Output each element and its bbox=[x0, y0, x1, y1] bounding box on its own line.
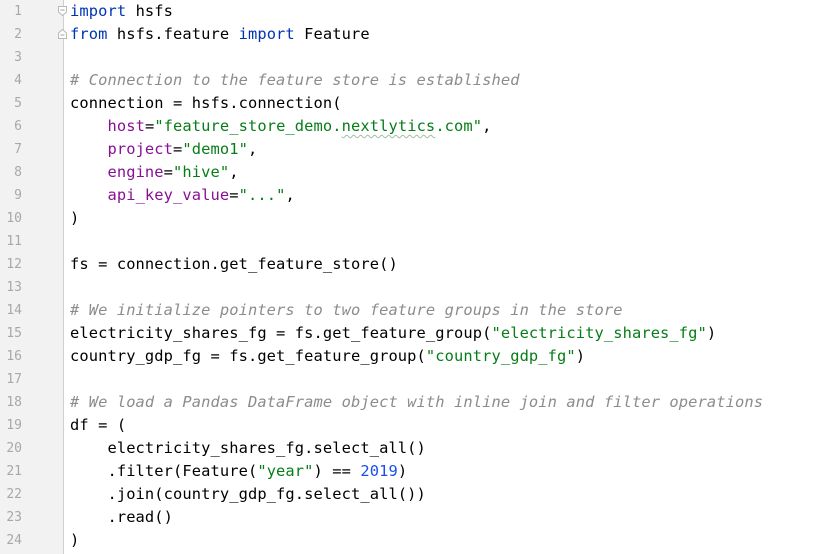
code-token: Feature bbox=[294, 25, 370, 43]
code-token: hsfs bbox=[126, 2, 174, 20]
fold-open-icon[interactable] bbox=[58, 6, 67, 16]
line-number: 6 bbox=[14, 119, 22, 134]
code-token: ) bbox=[397, 462, 408, 480]
code-line[interactable]: electricity_shares_fg = fs.get_feature_g… bbox=[70, 322, 716, 345]
code-token: fs = connection.get_feature_store() bbox=[70, 255, 398, 273]
code-token: electricity_shares_fg.select_all() bbox=[70, 439, 426, 457]
code-line[interactable]: engine="hive", bbox=[70, 161, 239, 184]
line-number: 21 bbox=[6, 464, 22, 479]
line-number: 22 bbox=[6, 487, 22, 502]
fold-close-icon[interactable] bbox=[58, 29, 67, 39]
line-number: 19 bbox=[6, 418, 22, 433]
number-token: 2019 bbox=[360, 462, 398, 480]
code-token: connection = hsfs.connection( bbox=[70, 94, 342, 112]
string-token: "electricity_shares_fg" bbox=[491, 324, 707, 342]
string-token: nextlytics bbox=[341, 117, 436, 135]
keyword-token: from bbox=[70, 25, 108, 43]
code-line[interactable]: # We load a Pandas DataFrame object with… bbox=[70, 391, 763, 414]
code-token bbox=[70, 163, 107, 181]
code-token bbox=[70, 186, 107, 204]
code-line[interactable]: .filter(Feature("year") == 2019) bbox=[70, 460, 407, 483]
parameter-token: project bbox=[107, 140, 174, 158]
code-line[interactable]: project="demo1", bbox=[70, 138, 257, 161]
code-line[interactable]: api_key_value="...", bbox=[70, 184, 295, 207]
line-number: 16 bbox=[6, 349, 22, 364]
code-token: country_gdp_fg = fs.get_feature_group( bbox=[70, 347, 426, 365]
code-token: hsfs.feature bbox=[107, 25, 239, 43]
comment-token: # We initialize pointers to two feature … bbox=[70, 301, 623, 319]
line-number: 15 bbox=[6, 326, 22, 341]
code-token: = bbox=[144, 117, 155, 135]
line-number: 20 bbox=[6, 441, 22, 456]
line-number: 1 bbox=[14, 4, 22, 19]
string-token: "..." bbox=[238, 186, 286, 204]
code-line[interactable]: connection = hsfs.connection( bbox=[70, 92, 342, 115]
line-number: 23 bbox=[6, 510, 22, 525]
code-line[interactable]: host="feature_store_demo.nextlytics.com"… bbox=[70, 115, 492, 138]
code-token: , bbox=[285, 186, 295, 204]
code-line[interactable]: ) bbox=[70, 529, 79, 552]
code-line[interactable]: country_gdp_fg = fs.get_feature_group("c… bbox=[70, 345, 585, 368]
string-token: "demo1" bbox=[182, 140, 248, 158]
string-token: "feature_store_demo. bbox=[154, 117, 342, 135]
code-token: .read() bbox=[70, 508, 174, 526]
line-number: 18 bbox=[6, 395, 22, 410]
keyword-token: import bbox=[70, 2, 127, 20]
string-token: "hive" bbox=[173, 163, 230, 181]
code-line[interactable]: .join(country_gdp_fg.select_all()) bbox=[70, 483, 426, 506]
comment-token: # We load a Pandas DataFrame object with… bbox=[70, 393, 764, 411]
code-token: electricity_shares_fg = fs.get_feature_g… bbox=[70, 324, 492, 342]
string-token: .com" bbox=[435, 117, 483, 135]
keyword-token: import bbox=[238, 25, 295, 43]
code-line[interactable]: from hsfs.feature import Feature bbox=[70, 23, 370, 46]
code-token: ) == bbox=[313, 462, 361, 480]
code-token: = bbox=[163, 163, 174, 181]
code-line[interactable]: electricity_shares_fg.select_all() bbox=[70, 437, 426, 460]
line-number: 8 bbox=[14, 165, 22, 180]
code-line[interactable]: fs = connection.get_feature_store() bbox=[70, 253, 398, 276]
code-token: = bbox=[229, 186, 239, 204]
code-line[interactable]: import hsfs bbox=[70, 0, 173, 23]
string-token: "country_gdp_fg" bbox=[425, 347, 576, 365]
line-number: 2 bbox=[14, 27, 22, 42]
line-number: 14 bbox=[6, 303, 22, 318]
parameter-token: engine bbox=[107, 163, 164, 181]
line-number: 11 bbox=[6, 234, 22, 249]
string-token: "year" bbox=[257, 462, 314, 480]
code-token: , bbox=[229, 163, 239, 181]
line-number: 5 bbox=[14, 96, 22, 111]
code-line[interactable]: df = ( bbox=[70, 414, 126, 437]
code-token bbox=[70, 140, 107, 158]
code-token: .filter(Feature( bbox=[70, 462, 258, 480]
line-number: 4 bbox=[14, 73, 22, 88]
code-token: ) bbox=[706, 324, 717, 342]
code-token: .join(country_gdp_fg.select_all()) bbox=[70, 485, 426, 503]
line-number: 3 bbox=[14, 50, 22, 65]
line-number: 7 bbox=[14, 142, 22, 157]
line-number: 12 bbox=[6, 257, 22, 272]
code-token: ) bbox=[575, 347, 586, 365]
line-number: 13 bbox=[6, 280, 22, 295]
code-token: = bbox=[173, 140, 183, 158]
comment-token: # Connection to the feature store is est… bbox=[70, 71, 520, 89]
code-token: df = ( bbox=[70, 416, 127, 434]
line-number: 24 bbox=[6, 533, 22, 548]
code-line[interactable]: # We initialize pointers to two feature … bbox=[70, 299, 623, 322]
code-line[interactable]: # Connection to the feature store is est… bbox=[70, 69, 520, 92]
code-token: , bbox=[247, 140, 258, 158]
code-token: , bbox=[482, 117, 492, 135]
line-number: 9 bbox=[14, 188, 22, 203]
code-token: ) bbox=[70, 531, 80, 549]
parameter-token: api_key_value bbox=[107, 186, 230, 204]
code-token bbox=[70, 117, 107, 135]
gutter-divider bbox=[63, 0, 64, 554]
code-line[interactable]: ) bbox=[70, 207, 79, 230]
line-number: 10 bbox=[6, 211, 22, 226]
code-token: ) bbox=[70, 209, 80, 227]
code-line[interactable]: .read() bbox=[70, 506, 173, 529]
line-number: 17 bbox=[6, 372, 22, 387]
parameter-token: host bbox=[107, 117, 145, 135]
